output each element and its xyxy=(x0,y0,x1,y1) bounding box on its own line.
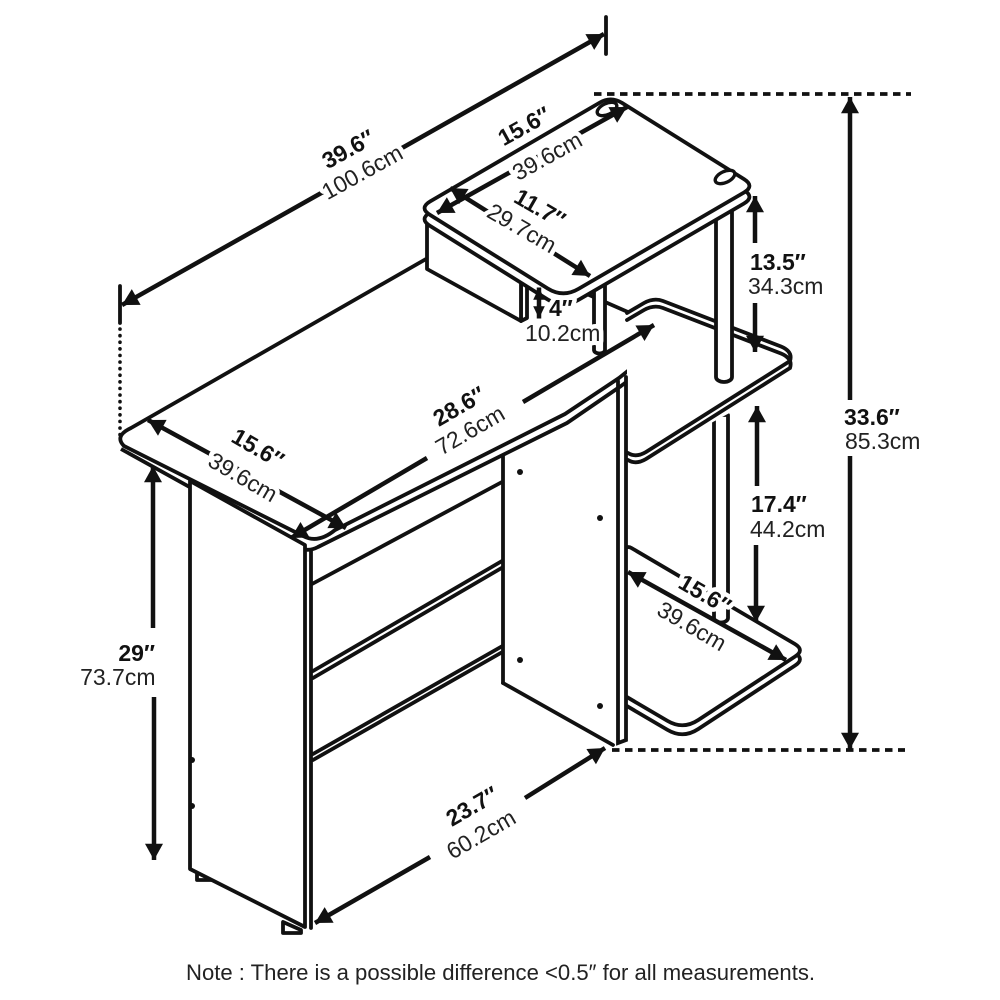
svg-text:29″: 29″ xyxy=(118,640,155,666)
svg-text:10.2cm: 10.2cm xyxy=(525,320,600,346)
svg-text:73.7cm: 73.7cm xyxy=(80,664,155,690)
svg-text:44.2cm: 44.2cm xyxy=(750,516,825,542)
svg-text:85.3cm: 85.3cm xyxy=(845,428,920,454)
svg-text:33.6″: 33.6″ xyxy=(844,404,900,430)
svg-text:13.5″: 13.5″ xyxy=(750,249,806,275)
svg-text:Note : There is a possible dif: Note : There is a possible difference <0… xyxy=(186,960,815,985)
svg-text:4″: 4″ xyxy=(549,295,573,321)
svg-text:34.3cm: 34.3cm xyxy=(748,273,823,299)
svg-text:17.4″: 17.4″ xyxy=(751,491,807,517)
